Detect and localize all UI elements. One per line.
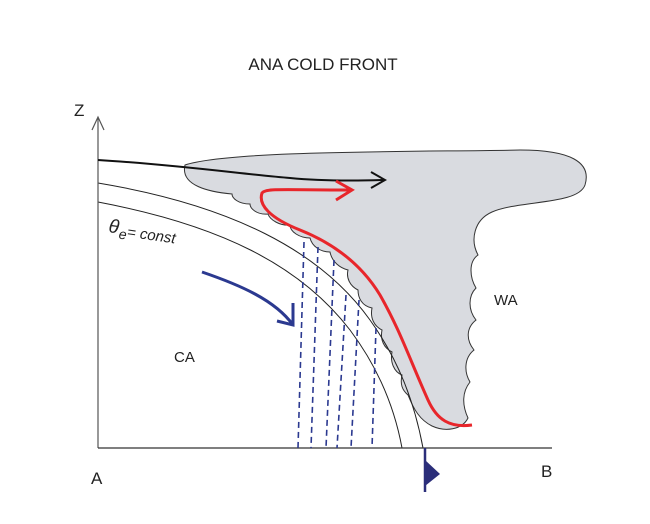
cold-front-triangle-icon [425,460,440,486]
point-a-label: A [91,469,103,488]
cold-air-flow [201,270,295,326]
svg-text:θ: θ [107,216,121,238]
warm-air-label: WA [494,292,518,309]
upper-flow-arrow [97,159,385,182]
theta-e-line [97,182,424,449]
svg-text:e: e [118,226,128,243]
warm-air-arrowhead [335,179,355,202]
z-axis-label: Z [74,101,84,120]
precipitation-lines [297,241,377,449]
theta-e-line [97,201,403,449]
svg-text:= const: = const [126,224,177,248]
diagram-title: ANA COLD FRONT [248,55,397,74]
warm-air-flow [259,188,473,428]
upper-flow-arrowhead [370,171,388,189]
cold-air-arrowhead [276,303,295,327]
point-b-label: B [541,462,552,481]
cold-air-label: CA [174,349,195,366]
z-axis-arrowhead [91,115,105,131]
theta-e-label: θ e = const [107,216,177,248]
